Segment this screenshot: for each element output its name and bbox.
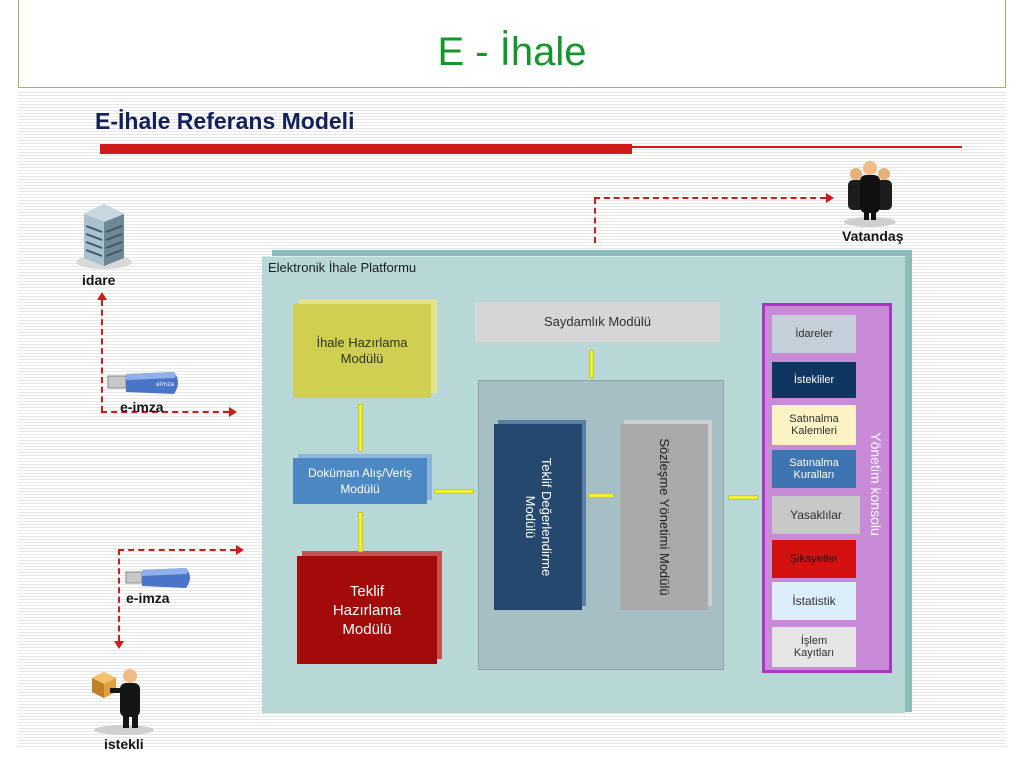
console-item-satinalma-kurallari-label: Satınalma Kuralları bbox=[789, 457, 839, 481]
module-teklif-degerlendirme[interactable]: Teklif Değerlendirme Modülü bbox=[494, 424, 582, 610]
arrow-idare-platform-head bbox=[229, 407, 237, 417]
building-icon bbox=[76, 204, 132, 269]
console-item-istekliler[interactable]: İstekliler bbox=[772, 362, 856, 398]
console-item-istatistik[interactable]: İstatistik bbox=[772, 582, 856, 620]
module-dokuman[interactable]: Doküman Alış/Veriş Modülü bbox=[293, 458, 427, 504]
link-panel-saydamlik bbox=[589, 350, 594, 378]
console-item-yasaklilar[interactable]: Yasaklılar bbox=[772, 496, 860, 534]
link-degerlendirme-sozlesme bbox=[588, 493, 614, 498]
slide-title: E - İhale bbox=[437, 30, 587, 74]
usb-key-icon bbox=[125, 568, 190, 588]
console-item-islem-kayitlari[interactable]: İşlem Kayıtları bbox=[772, 627, 856, 667]
title-underline-bar bbox=[100, 144, 632, 154]
module-teklif-degerlendirme-label: Teklif Değerlendirme Modülü bbox=[523, 457, 554, 577]
eimza-top-label: e-imza bbox=[120, 399, 164, 415]
title-underline-line bbox=[632, 146, 962, 148]
arrow-istekli-vertical bbox=[118, 549, 120, 641]
console-item-istatistik-label: İstatistik bbox=[792, 594, 836, 608]
console-item-sikayetler[interactable]: Şikayetler bbox=[772, 540, 856, 578]
actor-vatandas-label: Vatandaş bbox=[842, 228, 904, 244]
arrow-vatandas-horizontal bbox=[594, 197, 826, 199]
usb-key-icon: eimza bbox=[107, 372, 178, 394]
console-item-idareler-label: İdareler bbox=[795, 328, 833, 340]
module-teklif-hazirlama-label: Teklif Hazırlama Modülü bbox=[332, 582, 402, 638]
console-item-sikayetler-label: Şikayetler bbox=[789, 553, 839, 565]
arrow-idare-vertical bbox=[101, 300, 103, 412]
arrow-idare-head bbox=[97, 292, 107, 300]
arrow-vatandas-vertical bbox=[594, 198, 596, 243]
eimza-bottom-label: e-imza bbox=[126, 590, 170, 606]
platform-label: Elektronik İhale Platformu bbox=[268, 260, 417, 275]
arrow-idare-horizontal bbox=[101, 411, 229, 413]
module-saydamlik-label: Saydamlık Modülü bbox=[544, 314, 651, 329]
title-frame bbox=[18, 0, 1006, 88]
module-ihale-hazirlama[interactable]: İhale Hazırlama Modülü bbox=[293, 304, 431, 398]
console-item-satinalma-kurallari[interactable]: Satınalma Kuralları bbox=[772, 450, 856, 488]
actor-idare-label: idare bbox=[82, 272, 116, 288]
arrow-istekli-head bbox=[114, 641, 124, 649]
people-icon bbox=[844, 161, 896, 227]
module-teklif-hazirlama[interactable]: Teklif Hazırlama Modülü bbox=[297, 556, 437, 664]
console-item-islem-kayitlari-label: İşlem Kayıtları bbox=[793, 635, 835, 659]
module-saydamlik[interactable]: Saydamlık Modülü bbox=[475, 302, 720, 342]
console-item-idareler[interactable]: İdareler bbox=[772, 315, 856, 353]
module-dokuman-label: Doküman Alış/Veriş Modülü bbox=[307, 466, 413, 496]
console-label: Yönetim konsolu bbox=[868, 432, 884, 536]
arrow-istekli-platform-head bbox=[236, 545, 244, 555]
module-sozlesme[interactable]: Sözleşme Yönetimi Modülü bbox=[620, 424, 708, 610]
link-panel-console bbox=[728, 495, 758, 500]
link-hazirlama-dokuman bbox=[358, 404, 363, 452]
actor-istekli-label: istekli bbox=[104, 736, 144, 752]
person-with-box-icon bbox=[92, 669, 154, 735]
module-ihale-hazirlama-label: İhale Hazırlama Modülü bbox=[316, 335, 408, 366]
svg-text:eimza: eimza bbox=[156, 381, 174, 388]
console-item-yasaklilar-label: Yasaklılar bbox=[790, 508, 842, 522]
console-item-satinalma-kalemleri[interactable]: Satınalma Kalemleri bbox=[772, 405, 856, 445]
diagram-title: E-İhale Referans Modeli bbox=[95, 108, 355, 134]
console-item-satinalma-kalemleri-label: Satınalma Kalemleri bbox=[789, 413, 839, 437]
link-dokuman-panel bbox=[434, 489, 474, 494]
link-dokuman-teklif bbox=[358, 512, 363, 552]
console-item-istekliler-label: İstekliler bbox=[793, 374, 835, 386]
arrow-istekli-horizontal bbox=[118, 549, 236, 551]
arrow-vatandas-head bbox=[826, 193, 834, 203]
module-sozlesme-label: Sözleşme Yönetimi Modülü bbox=[657, 438, 672, 596]
